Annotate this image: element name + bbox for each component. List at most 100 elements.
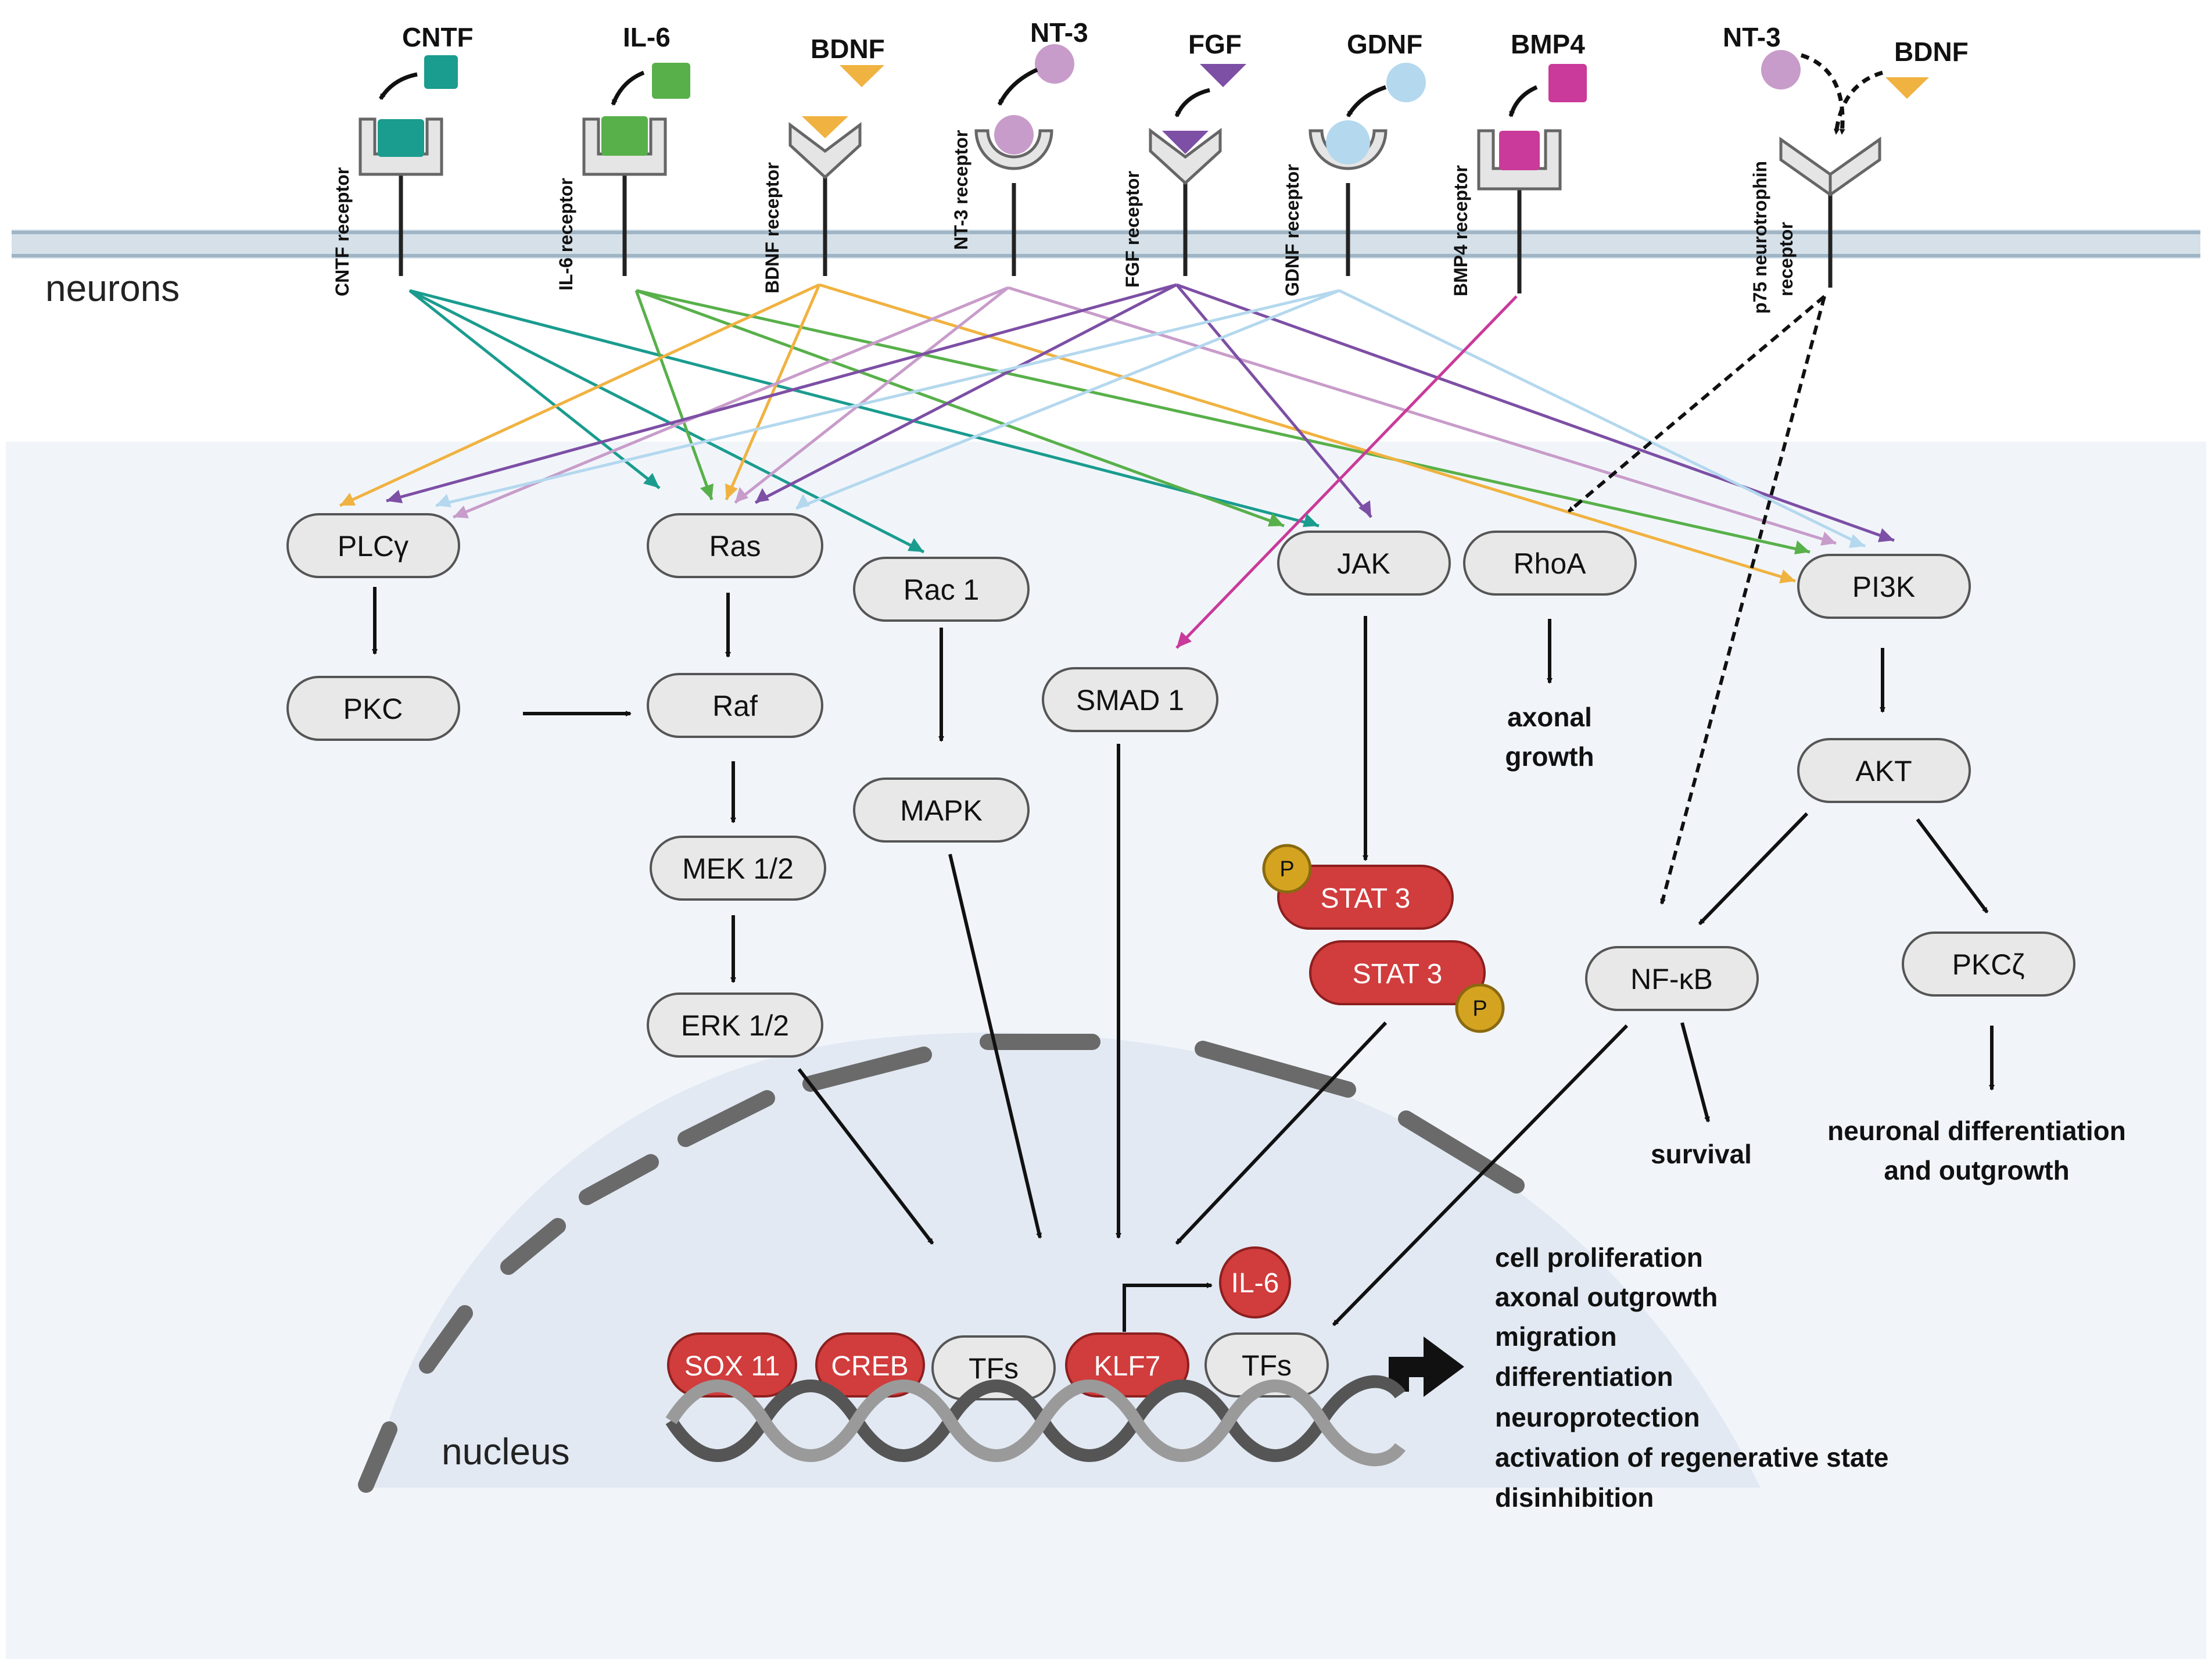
p75-receptor-label-line2: receptor [1776, 222, 1797, 296]
p75-receptor-icon [1779, 137, 1881, 288]
svg-text:STAT 3: STAT 3 [1321, 883, 1411, 914]
svg-text:RhoA: RhoA [1513, 547, 1586, 580]
node-plcg: PLCγ [286, 513, 460, 578]
nuclear-effects-list: cell proliferation axonal outgrowth migr… [1495, 1242, 1888, 1513]
bdnf-p75-ligand-icon [1885, 77, 1929, 99]
node-pkc: PKC [286, 676, 460, 741]
ligand-bdnf: BDNF [811, 34, 885, 64]
svg-text:PKCζ: PKCζ [1952, 948, 2025, 981]
svg-text:PI3K: PI3K [1852, 571, 1915, 603]
gene-expression-arrow-icon [1389, 1336, 1464, 1397]
svg-text:STAT 3: STAT 3 [1353, 959, 1443, 990]
svg-text:TFs: TFs [1242, 1349, 1292, 1382]
node-pi3k: PI3K [1797, 554, 1971, 619]
plasma-membrane [12, 230, 2200, 259]
gdnf-ligand-icon [1386, 63, 1426, 102]
node-pkcz: PKCζ [1902, 931, 2075, 997]
fgf-ligand-icon [1200, 64, 1246, 87]
node-mapk: MAPK [853, 777, 1030, 843]
node-akt: AKT [1797, 738, 1971, 803]
node-smad1: SMAD 1 [1042, 667, 1218, 732]
svg-text:JAK: JAK [1337, 547, 1390, 580]
factor-tfs-1: TFs [931, 1335, 1056, 1400]
svg-text:MEK 1/2: MEK 1/2 [682, 852, 794, 885]
ligand-bmp4: BMP4 [1511, 29, 1585, 59]
phospho-badge-upper [1262, 844, 1312, 894]
neurons-label: neurons [45, 267, 180, 309]
ligand-gdnf: GDNF [1347, 29, 1422, 59]
svg-text:KLF7: KLF7 [1094, 1351, 1161, 1382]
klf7-transcription-arrow [1123, 1282, 1213, 1332]
cntf-ligand-icon [424, 55, 458, 89]
nucleus-label: nucleus [442, 1431, 570, 1472]
effect-2: migration [1495, 1321, 1617, 1352]
dna-helix-icon [665, 1375, 1406, 1467]
bdnf-signaling-arrows [339, 283, 1796, 583]
svg-text:Rac 1: Rac 1 [904, 574, 980, 606]
pathway-arrows [372, 587, 1995, 1327]
neuronal-diff-line1: neuronal differentiation [1827, 1116, 2126, 1146]
svg-text:TFs: TFs [969, 1352, 1019, 1385]
svg-text:SMAD 1: SMAD 1 [1076, 684, 1184, 716]
bdnf-receptor-icon [788, 116, 862, 276]
gdnf-signaling-arrows [435, 289, 1866, 548]
effect-0: cell proliferation [1495, 1242, 1703, 1273]
fgf-receptor-label: FGF receptor [1122, 171, 1143, 288]
effect-5: activation of regenerative state [1495, 1442, 1888, 1472]
effect-1: axonal outgrowth [1495, 1282, 1718, 1312]
ligand-nt3-p75: NT-3 [1723, 22, 1781, 52]
gdnf-receptor-icon [1308, 120, 1388, 276]
bmp4-receptor-icon [1477, 129, 1562, 293]
bmp4-receptor-label: BMP4 receptor [1450, 165, 1471, 296]
p75-binding-arrows [1800, 53, 1883, 135]
svg-text:PKC: PKC [343, 693, 403, 725]
p75-signaling-arrows [1568, 295, 1826, 905]
il6-receptor-icon [582, 116, 667, 276]
node-raf: Raf [647, 673, 823, 738]
axonal-growth-line2: growth [1505, 741, 1594, 772]
factor-sox11: SOX 11 [667, 1332, 797, 1398]
node-rac1: Rac 1 [853, 557, 1030, 622]
svg-text:P: P [1279, 857, 1294, 882]
svg-text:MAPK: MAPK [900, 794, 983, 827]
svg-text:Raf: Raf [712, 690, 758, 722]
cntf-receptor-label: CNTF receptor [332, 167, 353, 296]
svg-text:Ras: Ras [709, 530, 761, 562]
ligand-nt3: NT-3 [1030, 17, 1088, 48]
node-mek: MEK 1/2 [650, 836, 826, 901]
p75-receptor-label-line1: p75 neurotrophin [1749, 161, 1770, 314]
node-rhoa: RhoA [1463, 531, 1637, 596]
axonal-growth-line1: axonal [1507, 702, 1592, 732]
svg-text:IL-6: IL-6 [1231, 1268, 1279, 1299]
ligand-bdnf-p75: BDNF [1894, 37, 1969, 67]
phospho-badge-lower [1455, 983, 1505, 1033]
svg-text:AKT: AKT [1855, 755, 1912, 787]
factor-tfs-2: TFs [1204, 1332, 1329, 1398]
binding-arrows [379, 67, 1538, 117]
cntf-receptor-icon [358, 117, 443, 276]
node-jak: JAK [1277, 531, 1451, 596]
svg-text:P: P [1472, 997, 1487, 1021]
node-nfkb: NF-κB [1585, 946, 1759, 1011]
bmp4-signaling-arrow [1175, 295, 1518, 649]
il6-ligand-icon [652, 63, 690, 99]
effect-3: differentiation [1495, 1361, 1673, 1392]
effect-6: disinhibition [1495, 1482, 1654, 1513]
nt3-receptor-label: NT-3 receptor [951, 130, 971, 250]
bdnf-ligand-icon [840, 65, 884, 87]
bdnf-receptor-label: BDNF receptor [762, 162, 783, 293]
node-erk: ERK 1/2 [647, 992, 823, 1058]
fgf-receptor-icon [1149, 128, 1222, 276]
il6-signaling-arrows [634, 289, 1811, 554]
nt3-ligand-icon [1035, 44, 1074, 84]
nt3-p75-ligand-icon [1761, 50, 1801, 89]
nuclear-envelope [358, 1034, 1525, 1493]
svg-text:PLCγ: PLCγ [338, 530, 408, 562]
ligand-cntf: CNTF [402, 22, 474, 52]
stat3-upper: STAT 3 P [1262, 844, 1454, 930]
svg-text:NF-κB: NF-κB [1630, 963, 1713, 995]
svg-text:CREB: CREB [831, 1351, 908, 1382]
effect-4: neuroprotection [1495, 1402, 1700, 1432]
gdnf-receptor-label: GDNF receptor [1282, 164, 1303, 296]
